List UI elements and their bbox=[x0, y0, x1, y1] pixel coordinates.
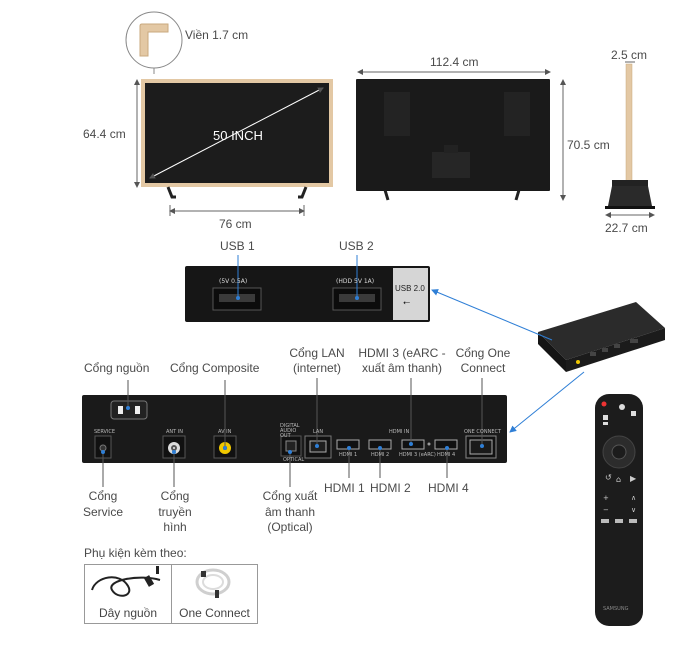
panel-optical-bottom-text: OPTICAL bbox=[283, 457, 305, 463]
svg-text:▶: ▶ bbox=[630, 474, 637, 483]
service-port-label-2: Service bbox=[82, 505, 123, 519]
screen-size-label: 50 INCH bbox=[213, 128, 263, 143]
accessory-one-connect: One Connect bbox=[172, 565, 257, 623]
panel-av-text: AV IN bbox=[218, 429, 232, 435]
hdmi3-port-label-1: HDMI 3 (eARC - bbox=[358, 346, 446, 360]
hdmi3-port-label-2: xuất âm thanh) bbox=[361, 361, 443, 375]
optical-port-label-1: Cổng xuất bbox=[262, 489, 318, 503]
accessory-power-cord: Dây nguồn bbox=[85, 565, 172, 623]
optical-port-label-2: âm thanh bbox=[264, 505, 316, 519]
usb-arrow bbox=[431, 289, 553, 341]
bezel-label: Viền 1.7 cm bbox=[185, 28, 249, 42]
panel-one-connect-text: ONE CONNECT bbox=[464, 429, 502, 435]
panel-lan-text: LAN bbox=[313, 429, 324, 435]
power-cord-illustration bbox=[91, 566, 161, 597]
one-connect-port-label-1: Cổng One bbox=[455, 346, 511, 360]
back-height-label: 70.5 cm bbox=[567, 138, 610, 152]
usb-symbol-icon: ⭠ bbox=[403, 297, 411, 307]
tv-side bbox=[605, 63, 655, 209]
remote-control: ↺ ⌂ ▶ + − ∧ ∨ bbox=[595, 394, 643, 626]
lan-port-label-1: Cổng LAN bbox=[289, 346, 345, 360]
one-connect-port-label-2: Connect bbox=[460, 361, 506, 375]
lan-port-label-2: (internet) bbox=[292, 361, 342, 375]
tv-front bbox=[141, 79, 333, 199]
remote-brand-text: SAMSUNG bbox=[603, 606, 629, 612]
accessories-table: Dây nguồn One Connect bbox=[84, 564, 258, 624]
port-pointers bbox=[102, 378, 483, 487]
svg-text:∧: ∧ bbox=[631, 494, 636, 502]
accessories-heading: Phụ kiện kèm theo: bbox=[84, 546, 187, 560]
antenna-port-label-2: truyền bbox=[158, 505, 192, 519]
svg-text:↺: ↺ bbox=[605, 473, 612, 482]
panel-hdmi3-text: HDMI 3 (eARC) bbox=[399, 452, 436, 458]
stand-width-label: 76 cm bbox=[219, 217, 252, 231]
usb-standard-label: USB 2.0 bbox=[395, 284, 425, 293]
antenna-port-label-3: hình bbox=[163, 520, 187, 534]
hdmi1-port-label: HDMI 1 bbox=[324, 481, 365, 495]
power-port-label: Cổng nguồn bbox=[84, 361, 150, 375]
usb1-label: USB 1 bbox=[220, 239, 255, 253]
optical-port-label-3: (Optical) bbox=[267, 520, 313, 534]
usb1-spec: (5V 0.5A) bbox=[219, 278, 248, 285]
side-depth-top-label: 2.5 cm bbox=[611, 48, 648, 62]
tv-back bbox=[356, 79, 550, 201]
svg-text:⌂: ⌂ bbox=[616, 475, 621, 484]
svg-text:+: + bbox=[603, 494, 609, 502]
svg-text:∨: ∨ bbox=[631, 506, 636, 514]
panel-antenna-text: ANT IN bbox=[166, 429, 184, 435]
usb-panel bbox=[185, 266, 430, 322]
accessory-label: One Connect bbox=[179, 606, 250, 620]
side-depth-base-label: 22.7 cm bbox=[605, 221, 648, 235]
antenna-port-label-1: Cổng bbox=[160, 489, 190, 503]
hdmi4-port-label: HDMI 4 bbox=[428, 481, 469, 495]
service-port-label-1: Cổng bbox=[88, 489, 118, 503]
one-connect-cable-illustration bbox=[195, 568, 231, 598]
one-connect-box bbox=[538, 302, 665, 372]
panel-hdmi4-text: HDMI 4 bbox=[437, 452, 456, 458]
back-width-label: 112.4 cm bbox=[430, 55, 479, 69]
panel-hdmi2-text: HDMI 2 bbox=[371, 452, 390, 458]
usb2-spec: (HDD 5V 1A) bbox=[336, 278, 375, 285]
composite-port-label: Cổng Composite bbox=[170, 361, 260, 375]
rear-arrow bbox=[509, 371, 585, 433]
bezel-zoom bbox=[125, 11, 183, 74]
usb2-label: USB 2 bbox=[339, 239, 374, 253]
accessory-label: Dây nguồn bbox=[98, 606, 158, 620]
svg-text:−: − bbox=[603, 506, 609, 514]
hdmi2-port-label: HDMI 2 bbox=[370, 481, 411, 495]
panel-service-text: SERVICE bbox=[94, 429, 116, 435]
front-height-label: 64.4 cm bbox=[83, 127, 126, 141]
panel-hdmi-in-text: HDMI IN bbox=[389, 429, 410, 435]
panel-hdmi1-text: HDMI 1 bbox=[339, 452, 358, 458]
panel-optical-top-text: DIGITAL AUDIO OUT bbox=[280, 423, 300, 439]
